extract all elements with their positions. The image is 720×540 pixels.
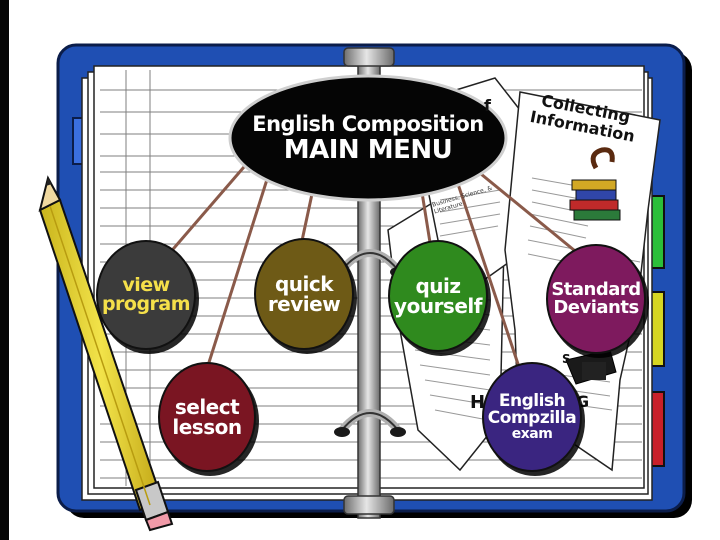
main-menu-title: English Composition MAIN MENU (232, 104, 504, 174)
left-edge-bar (0, 0, 9, 540)
pencil-illustration (38, 175, 174, 532)
view-program-label-1: view (122, 274, 170, 296)
compzilla-label-3: exam (511, 426, 553, 442)
view-program-label-2: program (101, 293, 191, 315)
standard-deviants-label-2: Deviants (553, 297, 639, 318)
paper-fragment-letter-1: f (484, 96, 491, 115)
view-program-button[interactable]: view program (96, 240, 196, 350)
books-icon (569, 147, 621, 221)
title-line-2: MAIN MENU (283, 135, 453, 166)
select-lesson-label-1: select (174, 395, 240, 419)
compzilla-label-1: English (498, 391, 566, 411)
quiz-yourself-button[interactable]: quiz yourself (388, 240, 488, 352)
quick-review-label-1: quick (274, 272, 334, 296)
compzilla-label-2: Compzilla (487, 408, 577, 428)
quiz-yourself-label-1: quiz (415, 274, 461, 298)
standard-deviants-button[interactable]: Standard Deviants (546, 244, 646, 354)
quick-review-button[interactable]: quick review (254, 238, 354, 350)
select-lesson-label-2: lesson (172, 415, 242, 439)
title-line-1: English Composition (252, 112, 484, 137)
standard-deviants-label-1: Standard (551, 279, 641, 300)
quick-review-label-2: review (267, 292, 341, 316)
paper-fragment-letter-2: H (470, 392, 486, 413)
paper-fragment-letter-4: S (562, 352, 571, 366)
select-lesson-button[interactable]: select lesson (158, 362, 256, 472)
quiz-yourself-label-2: yourself (394, 294, 482, 318)
english-compzilla-exam-button[interactable]: English Compzilla exam (482, 362, 582, 472)
title-oval (228, 74, 508, 202)
